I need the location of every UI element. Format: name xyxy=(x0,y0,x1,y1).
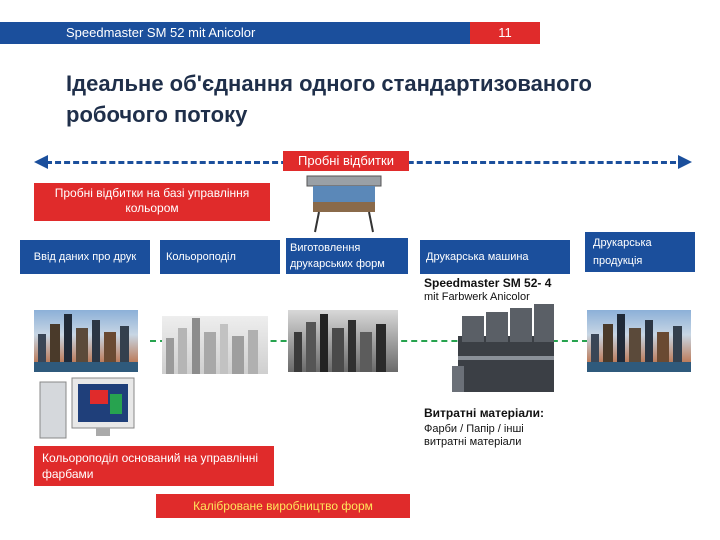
consumables-title: Витратні матеріали: xyxy=(424,406,544,420)
stage-print-product: Друкарська продукція xyxy=(585,232,695,272)
header-bar xyxy=(0,22,470,44)
stage-color-separation: Кольороподіл xyxy=(160,240,280,274)
separation-photo xyxy=(162,316,268,374)
page-number: 11 xyxy=(470,22,540,44)
plate-photo xyxy=(288,310,398,372)
header-title: Speedmaster SM 52 mit Anicolor xyxy=(66,25,256,40)
stage-printing-press: Друкарська машина xyxy=(420,240,570,274)
press-subtitle: mit Farbwerk Anicolor xyxy=(424,291,530,303)
calibrated-plates-label: Каліброване виробництво форм xyxy=(156,494,410,518)
consumables-text: Фарби / Папір / інші витратні матеріали xyxy=(424,423,524,448)
stage-print-data-input: Ввід даних про друк xyxy=(20,240,150,274)
product-photo xyxy=(587,310,691,372)
proofs-label: Пробні відбитки xyxy=(283,151,409,171)
proof-printer xyxy=(305,174,383,234)
slide-heading: Ідеальне об'єднання одного стандартизова… xyxy=(66,71,592,127)
arrow-left-icon xyxy=(34,155,48,169)
press-name: Speedmaster SM 52- 4 xyxy=(424,276,552,290)
arrow-right-icon xyxy=(678,155,692,169)
stage-plate-making: Виготовлення друкарських форм xyxy=(286,238,408,274)
printing-press-image xyxy=(452,296,560,396)
color-proofs-label: Пробні відбитки на базі управління кольо… xyxy=(34,183,270,221)
city-skyline-photo xyxy=(34,310,138,372)
color-separation-label: Кольороподіл оснований на управлінні фар… xyxy=(34,446,274,486)
computer-image xyxy=(38,376,136,440)
